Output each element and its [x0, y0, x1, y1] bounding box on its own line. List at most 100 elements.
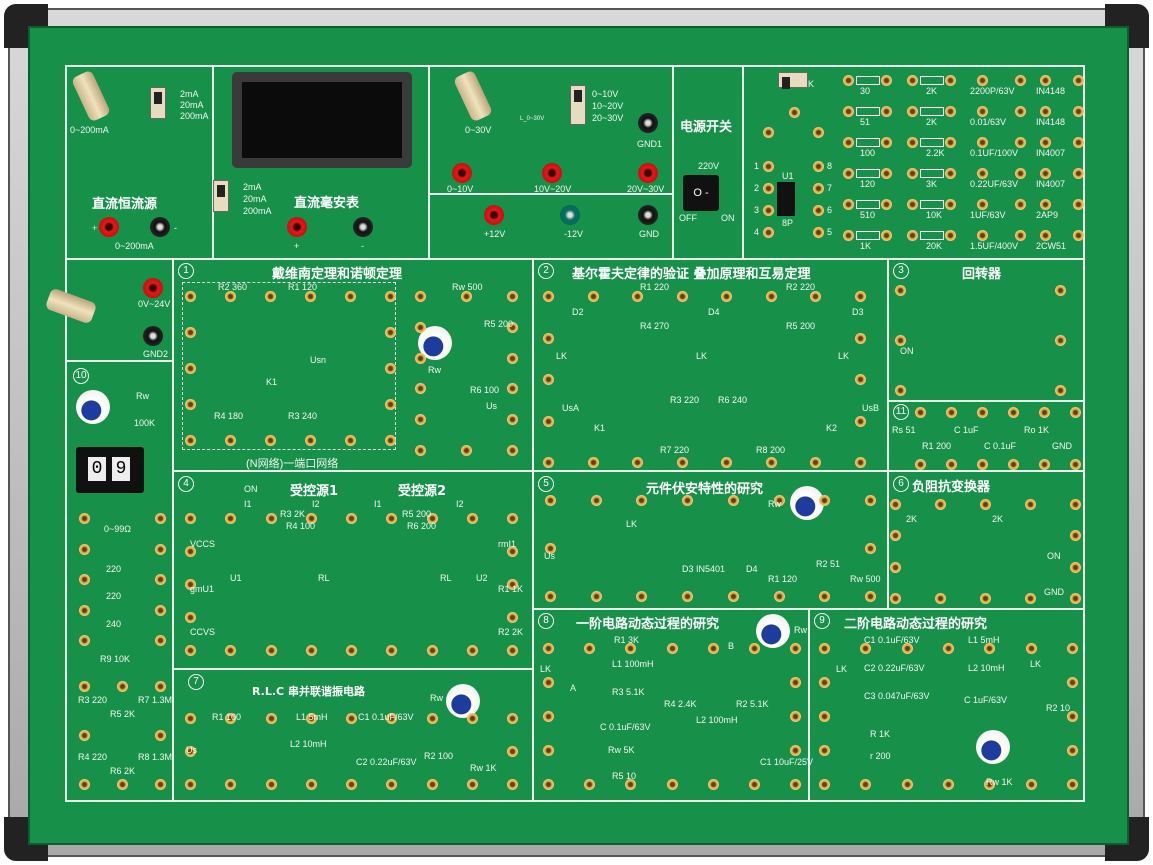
- terminal-post[interactable]: [727, 591, 739, 602]
- terminal-post[interactable]: [855, 332, 866, 344]
- rw-knob[interactable]: [790, 486, 824, 520]
- terminal-post[interactable]: [79, 635, 90, 646]
- terminal-post[interactable]: [813, 205, 824, 216]
- terminal-post[interactable]: [507, 291, 518, 302]
- toggle-switch-k[interactable]: [778, 72, 808, 89]
- terminal-post[interactable]: [907, 199, 918, 210]
- terminal-post[interactable]: [426, 779, 438, 790]
- terminal-post[interactable]: [590, 495, 602, 506]
- terminal-post[interactable]: [860, 643, 872, 654]
- terminal-post[interactable]: [915, 407, 926, 418]
- terminal-post[interactable]: [1008, 407, 1019, 418]
- terminal-post[interactable]: [636, 495, 648, 506]
- terminal-post[interactable]: [346, 713, 357, 724]
- terminal-post[interactable]: [790, 745, 801, 756]
- terminal-post[interactable]: [881, 199, 892, 210]
- terminal-post[interactable]: [748, 643, 760, 654]
- terminal-post[interactable]: [1067, 745, 1078, 756]
- terminal-post[interactable]: [466, 779, 478, 790]
- terminal-post[interactable]: [1040, 168, 1051, 179]
- terminal-post[interactable]: [843, 106, 854, 117]
- terminal-post[interactable]: [1040, 230, 1051, 241]
- meter-range-switch[interactable]: [213, 180, 229, 212]
- voltage-range-switch[interactable]: [570, 85, 586, 125]
- terminal-post[interactable]: [1073, 230, 1084, 241]
- terminal-post[interactable]: [813, 227, 824, 238]
- terminal-post[interactable]: [763, 127, 774, 138]
- terminal-post[interactable]: [813, 127, 824, 138]
- terminal-post[interactable]: [790, 643, 801, 654]
- rw-knob[interactable]: [446, 684, 480, 718]
- terminal-post[interactable]: [185, 645, 196, 656]
- terminal-post[interactable]: [1040, 137, 1051, 148]
- terminal-post[interactable]: [895, 385, 906, 396]
- terminal-post[interactable]: [789, 107, 800, 118]
- terminal-post[interactable]: [346, 645, 357, 656]
- terminal-post[interactable]: [1070, 459, 1081, 470]
- terminal-post[interactable]: [1067, 677, 1078, 688]
- rw-knob[interactable]: [756, 614, 790, 648]
- terminal-post[interactable]: [346, 779, 357, 790]
- terminal-post[interactable]: [819, 779, 830, 790]
- terminal-post[interactable]: [426, 645, 438, 656]
- terminal-post[interactable]: [907, 168, 918, 179]
- terminal-post[interactable]: [155, 730, 166, 741]
- terminal-post[interactable]: [763, 205, 774, 216]
- terminal-post[interactable]: [1040, 106, 1051, 117]
- terminal-post[interactable]: [895, 285, 906, 296]
- terminal-post[interactable]: [1025, 779, 1037, 790]
- terminal-post[interactable]: [155, 681, 166, 692]
- terminal-post[interactable]: [946, 407, 957, 418]
- terminal-post[interactable]: [945, 137, 956, 148]
- terminal-post[interactable]: [1055, 335, 1066, 346]
- terminal-post[interactable]: [1015, 75, 1026, 86]
- terminal-post[interactable]: [305, 513, 317, 524]
- terminal-post[interactable]: [843, 230, 854, 241]
- terminal-post[interactable]: [676, 457, 688, 468]
- terminal-post[interactable]: [935, 593, 946, 604]
- terminal-post[interactable]: [305, 779, 317, 790]
- terminal-post[interactable]: [507, 779, 518, 790]
- terminal-post[interactable]: [810, 457, 822, 468]
- terminal-post[interactable]: [1015, 230, 1026, 241]
- terminal-post[interactable]: [545, 591, 556, 602]
- terminal-post[interactable]: [881, 75, 892, 86]
- terminal-post[interactable]: [682, 591, 694, 602]
- terminal-post[interactable]: [865, 543, 876, 554]
- terminal-post[interactable]: [1067, 643, 1078, 654]
- terminal-post[interactable]: [977, 168, 988, 179]
- terminal-post[interactable]: [819, 677, 830, 688]
- terminal-post[interactable]: [843, 168, 854, 179]
- terminal-post[interactable]: [305, 645, 317, 656]
- terminal-post[interactable]: [155, 574, 166, 585]
- thumbwheel-counter[interactable]: 0 9: [76, 447, 144, 493]
- terminal-post[interactable]: [155, 513, 166, 524]
- terminal-post[interactable]: [185, 363, 196, 374]
- terminal-post[interactable]: [507, 513, 518, 524]
- terminal-post[interactable]: [117, 779, 128, 790]
- terminal-post[interactable]: [843, 137, 854, 148]
- terminal-post[interactable]: [855, 457, 866, 468]
- terminal-post[interactable]: [943, 779, 954, 790]
- output-jack-10-20[interactable]: [542, 163, 562, 183]
- terminal-post[interactable]: [945, 106, 956, 117]
- terminal-post[interactable]: [1055, 285, 1066, 296]
- terminal-post[interactable]: [943, 643, 954, 654]
- terminal-post[interactable]: [155, 543, 166, 555]
- terminal-post[interactable]: [980, 499, 991, 510]
- terminal-post[interactable]: [945, 230, 956, 241]
- terminal-post[interactable]: [155, 604, 166, 616]
- terminal-post[interactable]: [507, 414, 518, 426]
- terminal-post[interactable]: [507, 612, 518, 623]
- terminal-post[interactable]: [813, 161, 824, 172]
- terminal-post[interactable]: [895, 335, 906, 346]
- terminal-post[interactable]: [507, 546, 518, 557]
- terminal-post[interactable]: [1015, 168, 1026, 179]
- terminal-post[interactable]: [890, 530, 901, 542]
- terminal-post[interactable]: [860, 779, 872, 790]
- terminal-post[interactable]: [915, 459, 926, 470]
- terminal-post[interactable]: [117, 681, 128, 692]
- terminal-post[interactable]: [881, 168, 892, 179]
- terminal-post[interactable]: [185, 779, 196, 790]
- terminal-post[interactable]: [1073, 137, 1084, 148]
